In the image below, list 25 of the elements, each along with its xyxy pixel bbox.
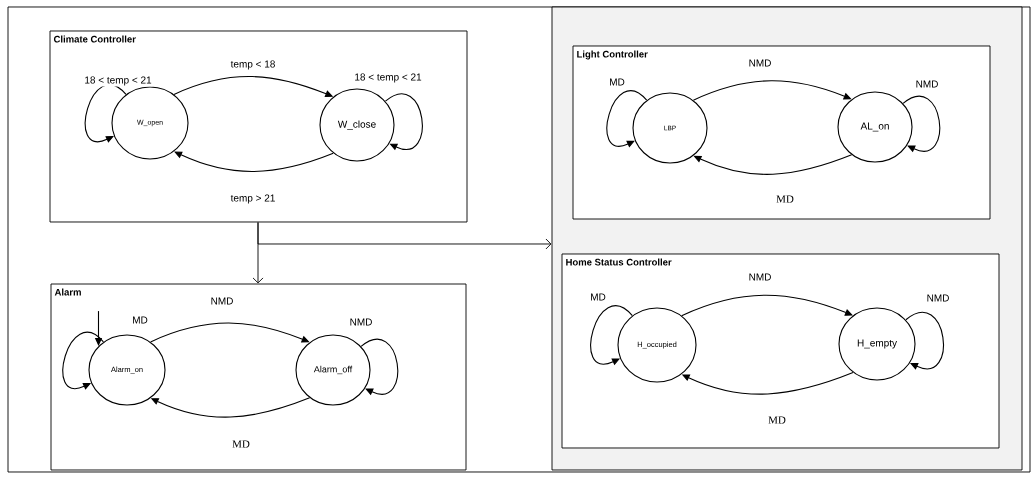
edge-label: NMD: [747, 272, 773, 282]
edge-label: NMD: [925, 293, 951, 303]
arrow: [360, 338, 399, 396]
arrow: [384, 93, 423, 151]
edge-label: MD: [589, 292, 607, 302]
arrow: [257, 222, 552, 250]
edge-label: NMD: [209, 296, 235, 306]
edge-label: MD: [131, 315, 149, 325]
edge-label: MD: [608, 77, 626, 87]
edge-label: NMD: [747, 58, 773, 68]
edge-label: temp > 21: [229, 193, 277, 205]
edge-label: NMD: [914, 79, 940, 89]
edge-label: 18 < temp < 21: [83, 75, 153, 87]
arrow: [174, 151, 334, 173]
edge-label: MD: [775, 194, 795, 204]
arrow: [905, 311, 944, 370]
arrow: [681, 294, 853, 317]
arrow: [902, 95, 941, 153]
edge-label: NMD: [348, 317, 374, 327]
edge-label: MD: [231, 439, 251, 449]
edge-label: MD: [767, 415, 787, 425]
arrow: [62, 331, 104, 390]
edge-label: temp < 18: [229, 59, 277, 71]
arrow: [84, 84, 127, 143]
edge-label: 18 < temp < 21: [353, 72, 423, 84]
